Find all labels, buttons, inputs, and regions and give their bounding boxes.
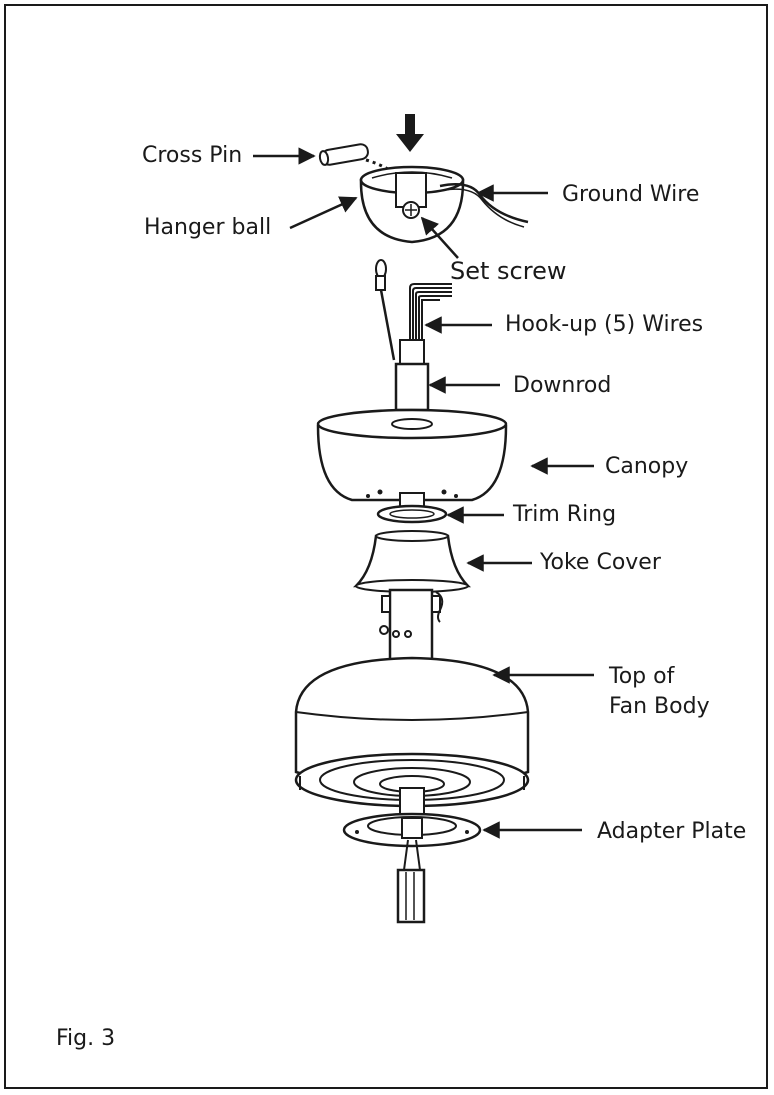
- insert-direction-arrow: [396, 114, 424, 152]
- label-top-of-fan-body: Top of Fan Body: [609, 664, 710, 720]
- label-yoke-cover: Yoke Cover: [540, 550, 661, 575]
- wire-connector: [396, 839, 426, 924]
- label-top-of-fan-body-line1: Top of: [609, 664, 675, 689]
- label-canopy: Canopy: [605, 454, 689, 479]
- figure-caption: Fig. 3: [56, 1026, 116, 1051]
- label-cross-pin: Cross Pin: [142, 143, 243, 168]
- label-hanger-ball: Hanger ball: [144, 215, 272, 240]
- canopy: [316, 408, 508, 508]
- motor-coupling: [379, 588, 444, 664]
- label-set-screw: Set screw: [450, 257, 567, 285]
- hanger-ball: [359, 165, 465, 244]
- adapter-plate-part: [342, 812, 482, 848]
- label-trim-ring: Trim Ring: [513, 502, 617, 527]
- trim-ring: [376, 504, 448, 524]
- label-ground-wire: Ground Wire: [562, 182, 700, 207]
- label-hookup-wires: Hook-up (5) Wires: [505, 312, 704, 337]
- downrod: [394, 339, 430, 412]
- leader-arrows: [253, 147, 594, 839]
- label-downrod: Downrod: [513, 373, 612, 398]
- fan-body-top: [294, 656, 530, 808]
- hookup-wires: [409, 283, 452, 360]
- cross-pin: [318, 143, 369, 166]
- label-top-of-fan-body-line2: Fan Body: [609, 694, 710, 719]
- yoke-cover: [352, 530, 472, 593]
- label-adapter-plate: Adapter Plate: [597, 819, 747, 844]
